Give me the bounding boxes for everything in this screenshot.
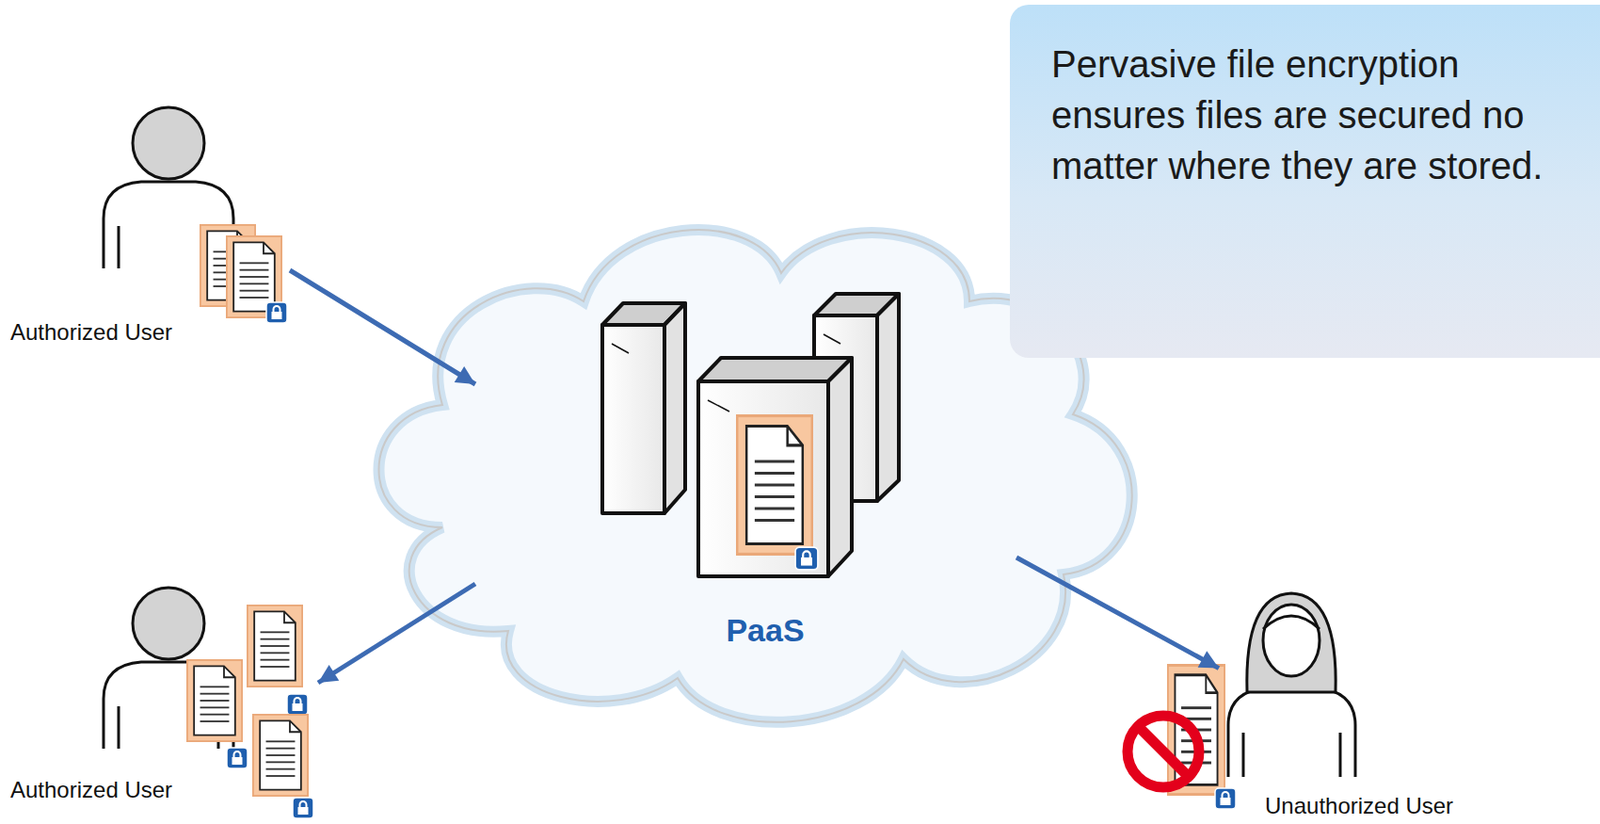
cloud-label: PaaS <box>704 611 827 648</box>
lock-icon <box>292 797 314 818</box>
encrypted-file <box>736 416 813 555</box>
lock-icon <box>1215 787 1236 809</box>
user-node: Unauthorized User <box>1218 602 1502 821</box>
user-figure <box>1228 592 1356 777</box>
callout-box: Pervasive file encryption ensures files … <box>1009 4 1600 358</box>
user-label: Authorized User <box>10 319 173 346</box>
callout-text: Pervasive file encryption ensures files … <box>1051 38 1588 192</box>
encrypted-file <box>187 659 242 741</box>
prohibition-sign <box>1127 715 1200 787</box>
user-label: Authorized User <box>10 776 173 803</box>
flow-arrow <box>318 583 476 683</box>
server-group <box>602 293 899 576</box>
lock-icon <box>226 747 248 768</box>
flow-arrow <box>289 270 476 384</box>
encrypted-file <box>253 714 308 796</box>
lock-icon <box>266 302 288 323</box>
user-node: Authorized User <box>7 574 319 810</box>
cloud-node: PaaS <box>475 282 1017 659</box>
user-label: Unauthorized User <box>1264 792 1454 819</box>
lock-icon <box>795 546 818 570</box>
encrypted-file <box>247 605 303 687</box>
lock-icon <box>287 693 308 715</box>
user-node: Authorized User <box>7 94 290 353</box>
flow-arrow <box>1016 557 1219 669</box>
